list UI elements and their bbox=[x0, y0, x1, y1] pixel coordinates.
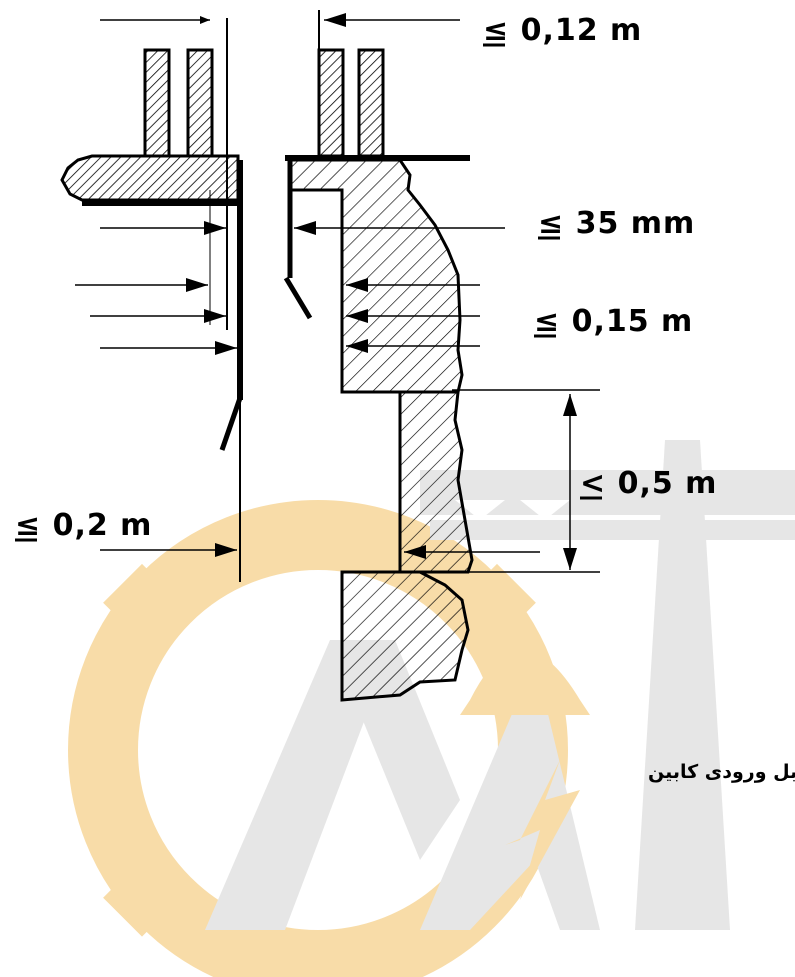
figure-caption: شکل ۵- فواصل بین کابین و دیوار مقابل ورو… bbox=[648, 761, 795, 783]
helmet-watermark-icon bbox=[460, 650, 590, 900]
dim-label-012: ≤ 0,12 m bbox=[483, 13, 642, 48]
car-rail-left bbox=[143, 48, 171, 158]
shaft-wall bbox=[283, 10, 600, 702]
landing-door-apron bbox=[283, 276, 313, 320]
crane-watermark-icon bbox=[420, 440, 795, 930]
dim-label-02: ≤ 0,2 m bbox=[15, 508, 152, 543]
car-rail-right bbox=[186, 48, 214, 158]
landing-rail-left bbox=[317, 48, 345, 158]
dim-label-05: < 0,5 m bbox=[580, 466, 717, 501]
car-sill bbox=[60, 154, 240, 202]
wall-middle bbox=[398, 390, 474, 574]
watermark-logo bbox=[68, 440, 795, 977]
car-side bbox=[60, 18, 243, 582]
dimension-labels: ≤ 0,12 m ≤ 35 mm ≤ 0,15 m < 0,5 m ≤ 0,2 … bbox=[15, 13, 717, 543]
dim-label-015: ≤ 0,15 m bbox=[534, 304, 693, 339]
dim-label-35: ≤ 35 mm bbox=[538, 206, 695, 241]
wall-upper bbox=[288, 158, 464, 394]
dimension-arrows bbox=[75, 12, 577, 570]
car-door-apron bbox=[219, 397, 243, 451]
wall-lower bbox=[340, 570, 470, 702]
landing-rail-right bbox=[357, 48, 385, 158]
